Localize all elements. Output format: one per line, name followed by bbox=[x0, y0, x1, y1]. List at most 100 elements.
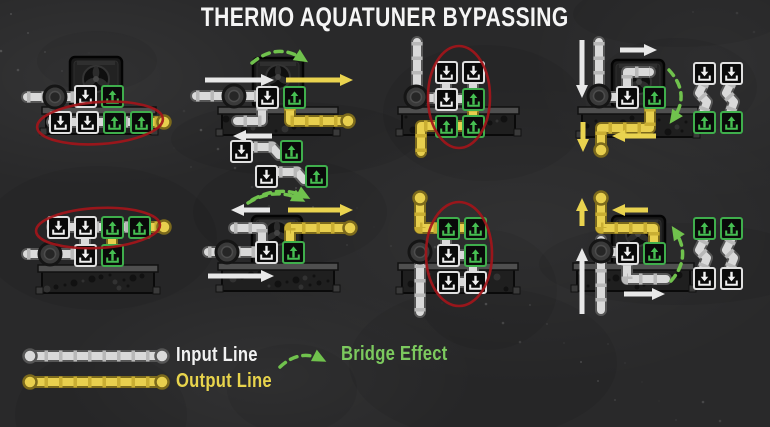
output-pipe bbox=[284, 220, 358, 251]
tray-glyph bbox=[287, 254, 300, 260]
rubble-texture bbox=[487, 120, 493, 126]
rubble-texture bbox=[108, 273, 112, 277]
tray-glyph bbox=[133, 229, 146, 235]
pipe-output-tile bbox=[101, 244, 124, 267]
bridge-effect-curve bbox=[669, 229, 685, 283]
pipe-input-icon bbox=[79, 220, 92, 235]
input-pipe-endcap bbox=[22, 348, 38, 364]
pipe-joint bbox=[221, 83, 247, 109]
rubble-texture bbox=[81, 279, 85, 283]
arrow-head-down bbox=[237, 149, 246, 155]
input-flow-arrow-head bbox=[652, 288, 665, 300]
pipe-joint-core bbox=[592, 89, 606, 103]
pipe-input-tile bbox=[255, 241, 278, 264]
texture-speck bbox=[373, 226, 375, 228]
pipe-output-icon bbox=[135, 116, 148, 130]
rubble-texture bbox=[122, 278, 126, 282]
legend-output-line-label: Output Line bbox=[176, 370, 272, 392]
rubble-texture bbox=[298, 284, 304, 290]
pipe-output-icon bbox=[133, 221, 146, 235]
pipe-input-tile bbox=[49, 111, 72, 134]
texture-speck bbox=[752, 30, 756, 34]
pipe-joint bbox=[214, 239, 240, 265]
pipe-output-tile bbox=[643, 242, 666, 265]
texture-speck bbox=[182, 109, 186, 113]
arrow-head-up bbox=[110, 116, 119, 121]
pipe-output-icon bbox=[442, 222, 455, 236]
pipe-output-icon bbox=[698, 116, 711, 130]
output-pipe-body bbox=[286, 103, 352, 125]
rubble-texture bbox=[493, 273, 501, 281]
output-flow-arrow-head bbox=[340, 204, 353, 216]
output-pipe-endcap bbox=[412, 190, 428, 206]
foundation-ledge bbox=[397, 106, 520, 115]
input-flow-arrow bbox=[576, 248, 588, 314]
tray-glyph bbox=[261, 99, 274, 105]
fan-blade-icon bbox=[92, 66, 100, 79]
tray-glyph bbox=[106, 229, 119, 235]
pipe-output-icon bbox=[467, 120, 480, 134]
arrow-head-up bbox=[727, 116, 736, 121]
tray-glyph bbox=[440, 101, 453, 107]
rubble-texture bbox=[584, 123, 590, 129]
texture-speck bbox=[88, 52, 90, 54]
bridge-effect-head bbox=[310, 349, 327, 362]
pipe-input-icon bbox=[54, 115, 67, 130]
foundation-tab bbox=[395, 128, 404, 137]
input-pipe-joints bbox=[693, 237, 713, 271]
rubble-texture bbox=[308, 283, 312, 287]
output-pipe-joints bbox=[414, 198, 440, 234]
foundation-tab bbox=[152, 286, 161, 295]
texture-speck bbox=[233, 166, 237, 170]
input-flow-arrow bbox=[624, 288, 665, 300]
foundation-tab bbox=[215, 284, 224, 293]
rubble-texture bbox=[43, 285, 51, 293]
arrow-head-down bbox=[262, 174, 271, 180]
rubble-texture bbox=[612, 274, 620, 282]
pipe-output-tile bbox=[101, 85, 124, 108]
pipe-output-icon bbox=[725, 222, 738, 236]
output-flow-arrow bbox=[577, 122, 589, 152]
input-flow-arrow bbox=[576, 40, 588, 98]
arrow-head-up bbox=[108, 90, 117, 95]
pipe-output-icon bbox=[285, 145, 298, 159]
input-flow-arrow-head bbox=[231, 204, 244, 216]
arrow-head-down bbox=[56, 120, 65, 126]
rubble-texture bbox=[680, 129, 684, 133]
texture-speck bbox=[614, 399, 616, 401]
pipe-input-icon bbox=[260, 245, 273, 260]
input-pipe bbox=[22, 348, 170, 364]
input-pipe-joints bbox=[720, 237, 740, 271]
texture-blotch bbox=[349, 287, 617, 427]
rubble-texture bbox=[316, 280, 322, 286]
texture-speck bbox=[597, 380, 599, 382]
input-flow-arrow bbox=[233, 130, 272, 142]
tray-glyph bbox=[108, 124, 121, 130]
pipe-input-tile bbox=[255, 165, 278, 188]
pipe-joint-core bbox=[48, 90, 62, 104]
tray-glyph bbox=[79, 257, 92, 263]
bridge-effect-head bbox=[292, 49, 309, 63]
rubble-texture bbox=[503, 286, 509, 292]
rubble-texture bbox=[53, 284, 59, 290]
texture-speck bbox=[44, 51, 46, 53]
pipe-input-icon bbox=[469, 275, 482, 290]
texture-speck bbox=[173, 147, 175, 149]
pipe-input-tile bbox=[435, 88, 458, 111]
tray-glyph bbox=[235, 153, 248, 159]
output-flow-arrow-head bbox=[612, 130, 625, 142]
tray-glyph bbox=[285, 153, 298, 159]
fan-hub bbox=[93, 76, 99, 82]
pipe-output-tile bbox=[128, 216, 151, 239]
foundation-body bbox=[221, 267, 335, 292]
texture-speck bbox=[27, 32, 29, 34]
input-pipe-joints bbox=[621, 262, 666, 285]
pipe-output-tile bbox=[693, 111, 716, 134]
panel-2 bbox=[190, 49, 356, 202]
tray-glyph bbox=[725, 230, 738, 236]
bridge-effect-head bbox=[669, 108, 683, 124]
output-pipe-endcap bbox=[593, 190, 609, 206]
arrow-head-up bbox=[312, 170, 321, 175]
rubble-texture bbox=[274, 280, 282, 288]
